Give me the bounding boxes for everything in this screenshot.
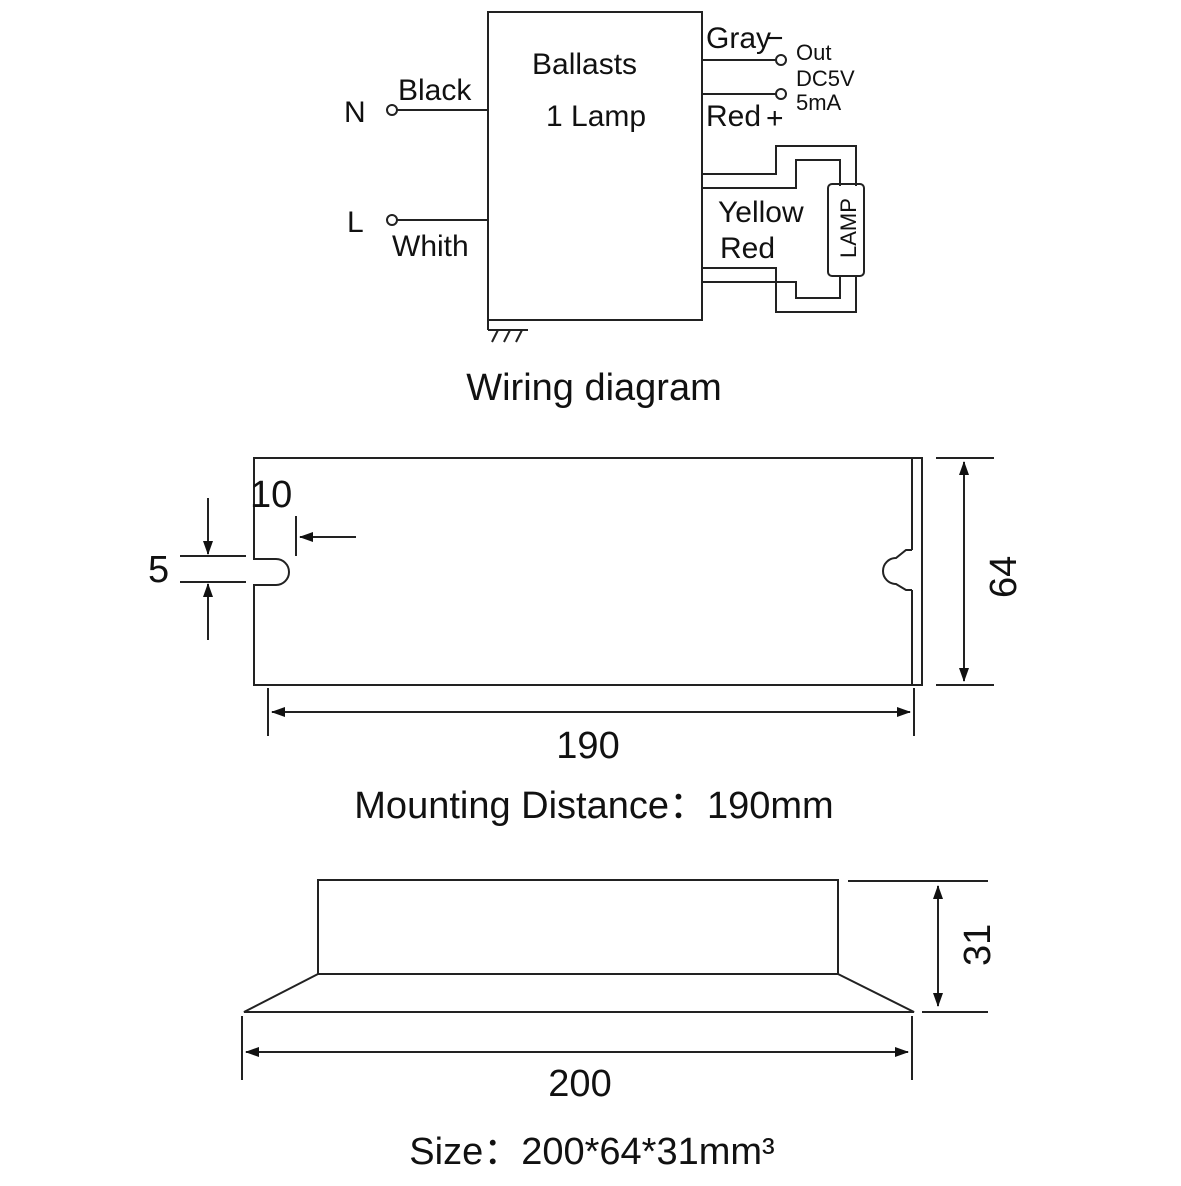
ballast-title: Ballasts: [532, 48, 637, 81]
terminal-n-label: N: [344, 96, 366, 129]
wiring-caption: Wiring diagram: [466, 367, 722, 409]
size-caption: Size：200*64*31mm³: [409, 1131, 774, 1173]
terminal-out-plus: [775, 88, 787, 100]
ballast-subtitle: 1 Lamp: [546, 100, 646, 133]
ballast-box: [487, 11, 703, 321]
terminal-l-label: L: [347, 206, 364, 239]
voltage-label: DC5V: [796, 66, 855, 91]
mounting-caption: Mounting Distance：190mm: [354, 785, 833, 827]
current-label: 5mA: [796, 90, 842, 115]
dim-side-height: 31: [957, 924, 999, 966]
mounting-plate-outline: [253, 457, 923, 686]
dim-slot: 5: [148, 549, 169, 591]
minus-sign: −: [766, 22, 784, 55]
housing-body: [317, 879, 839, 975]
dim-length: 190: [556, 725, 619, 767]
wire-white-label: Whith: [392, 230, 469, 263]
dim-height: 64: [983, 556, 1025, 598]
dim-edge: 10: [250, 474, 292, 516]
lamp-wiring: LAMP: [702, 145, 865, 313]
lamp-label: LAMP: [836, 198, 861, 258]
terminal-out-minus: [775, 54, 787, 66]
wire-yellow-label: Yellow: [718, 196, 804, 229]
wire-red-lamp-label: Red: [720, 232, 775, 265]
terminal-n: [386, 104, 398, 116]
lamp: [827, 183, 865, 277]
out-label: Out: [796, 40, 831, 65]
dim-side-length: 200: [548, 1063, 611, 1105]
side-view: 31 200 Size：200*64*31mm³: [241, 879, 999, 1173]
wire-black-label: Black: [398, 74, 472, 107]
mounting-view: 5 10 64 190 Mounting Distance：190mm: [148, 457, 1025, 827]
wire-gray-label: Gray: [706, 22, 771, 55]
wiring-diagram: Ballasts 1 Lamp N Black L Whith Gray − O…: [344, 11, 865, 409]
plus-sign: +: [766, 102, 784, 135]
ground-icon: [487, 320, 528, 343]
mounting-slot-right: [882, 549, 912, 591]
wire-red-top-label: Red: [706, 100, 761, 133]
terminal-l: [386, 214, 398, 226]
housing-base: [243, 973, 915, 1013]
